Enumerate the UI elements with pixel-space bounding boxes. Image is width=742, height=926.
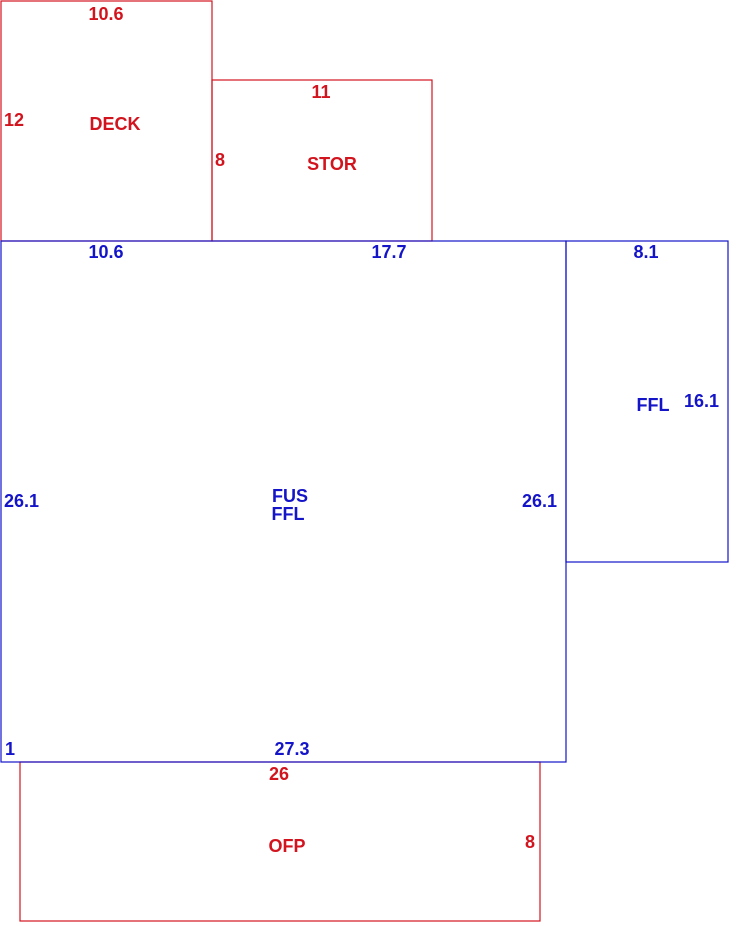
- main-name-line2: FFL: [272, 504, 305, 524]
- main-right-label: 26.1: [522, 491, 557, 511]
- deck-width-label: 10.6: [88, 4, 123, 24]
- main-left-label: 26.1: [4, 491, 39, 511]
- stor-width-label: 11: [311, 82, 330, 102]
- stor-height-label: 8: [215, 150, 225, 170]
- main-name-line1: FUS: [272, 486, 308, 506]
- main-bottom-left-label: 1: [5, 739, 15, 759]
- ofp-width-label: 26: [269, 764, 289, 784]
- main-bottom-label: 27.3: [274, 739, 309, 759]
- deck-height-label: 12: [4, 110, 24, 130]
- ofp-name-label: OFP: [268, 836, 305, 856]
- stor-name-label: STOR: [307, 154, 357, 174]
- deck-name-label: DECK: [89, 114, 140, 134]
- ofp-height-label: 8: [525, 832, 535, 852]
- ffl-wing-name-label: FFL: [637, 395, 670, 415]
- ffl-wing-width-label: 8.1: [633, 242, 658, 262]
- ffl-wing-height-label: 16.1: [684, 391, 719, 411]
- ffl-wing-outline: [565, 240, 729, 563]
- main-top-right-label: 17.7: [371, 242, 406, 262]
- main-top-left-label: 10.6: [88, 242, 123, 262]
